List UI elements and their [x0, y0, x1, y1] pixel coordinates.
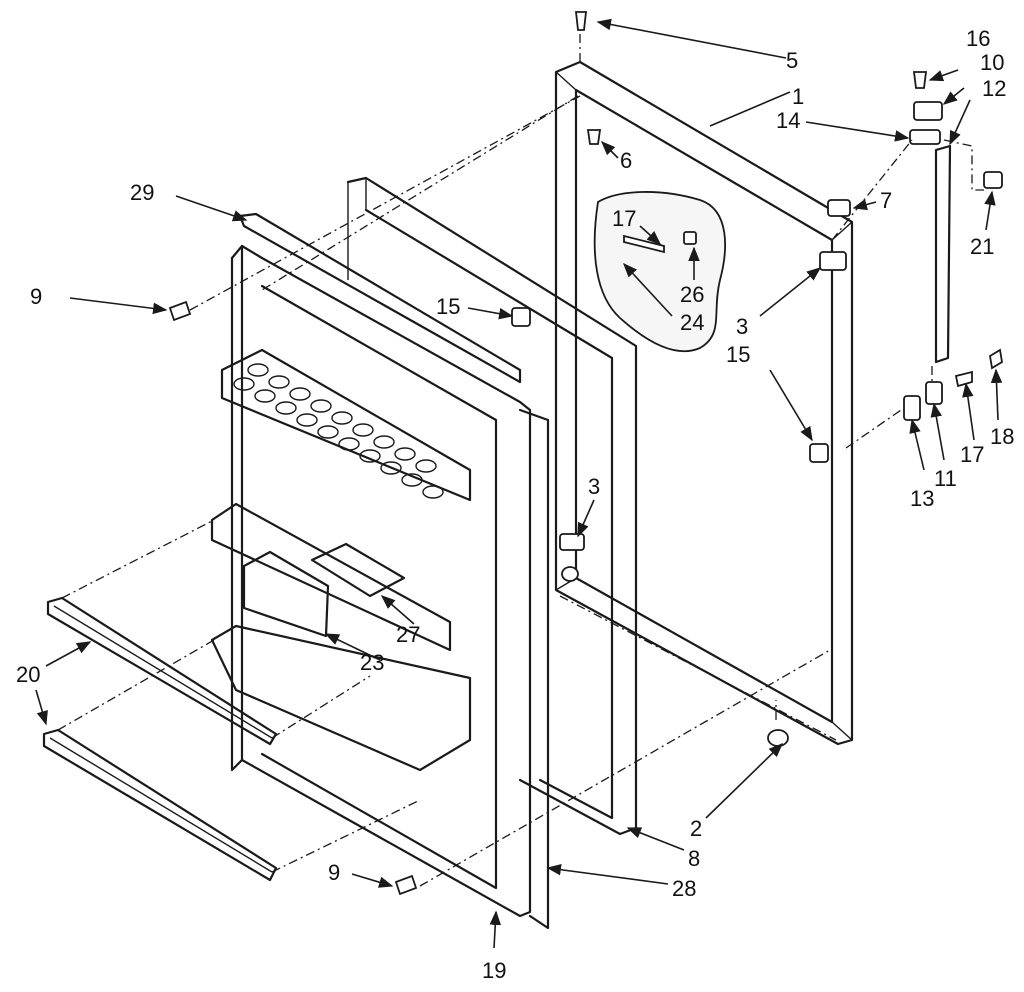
- label-18: 18: [990, 424, 1014, 449]
- label-28: 28: [672, 876, 696, 901]
- label-24: 24: [680, 310, 704, 335]
- label-6: 6: [620, 148, 632, 173]
- label-15-left: 15: [436, 294, 460, 319]
- label-2: 2: [690, 816, 702, 841]
- label-17-right: 17: [960, 442, 984, 467]
- door-liner: [210, 212, 532, 918]
- label-5: 5: [786, 48, 798, 73]
- label-13: 13: [910, 486, 934, 511]
- label-17-cutaway: 17: [612, 206, 636, 231]
- label-11: 11: [934, 466, 957, 491]
- shelf-bars: [42, 596, 278, 882]
- label-14: 14: [776, 108, 800, 133]
- part-labels: 5 1 6 7 14 16 10 12 21 3 15 13 11 17 18 …: [16, 26, 1014, 983]
- label-21: 21: [970, 234, 994, 259]
- label-10: 10: [980, 50, 1004, 75]
- egg-tray: [233, 363, 444, 499]
- label-27: 27: [396, 622, 420, 647]
- label-1: 1: [792, 84, 804, 109]
- label-9-left: 9: [30, 284, 42, 309]
- assembly-lines: [57, 34, 984, 887]
- label-7: 7: [880, 188, 892, 213]
- label-19: 19: [482, 958, 506, 983]
- label-3-upper: 3: [736, 314, 748, 339]
- outer-door-panel: [554, 60, 854, 746]
- label-20: 20: [16, 662, 40, 687]
- label-3-lower: 3: [588, 474, 600, 499]
- label-8: 8: [688, 846, 700, 871]
- label-16: 16: [966, 26, 990, 51]
- label-15-right: 15: [726, 342, 750, 367]
- leader-arrows: [35, 18, 1003, 949]
- label-12: 12: [982, 76, 1006, 101]
- label-26: 26: [680, 282, 704, 307]
- label-23: 23: [360, 650, 384, 675]
- hinge-hardware: [168, 11, 1003, 896]
- label-29: 29: [130, 180, 154, 205]
- label-9-bottom: 9: [328, 860, 340, 885]
- door-gasket: [346, 176, 638, 930]
